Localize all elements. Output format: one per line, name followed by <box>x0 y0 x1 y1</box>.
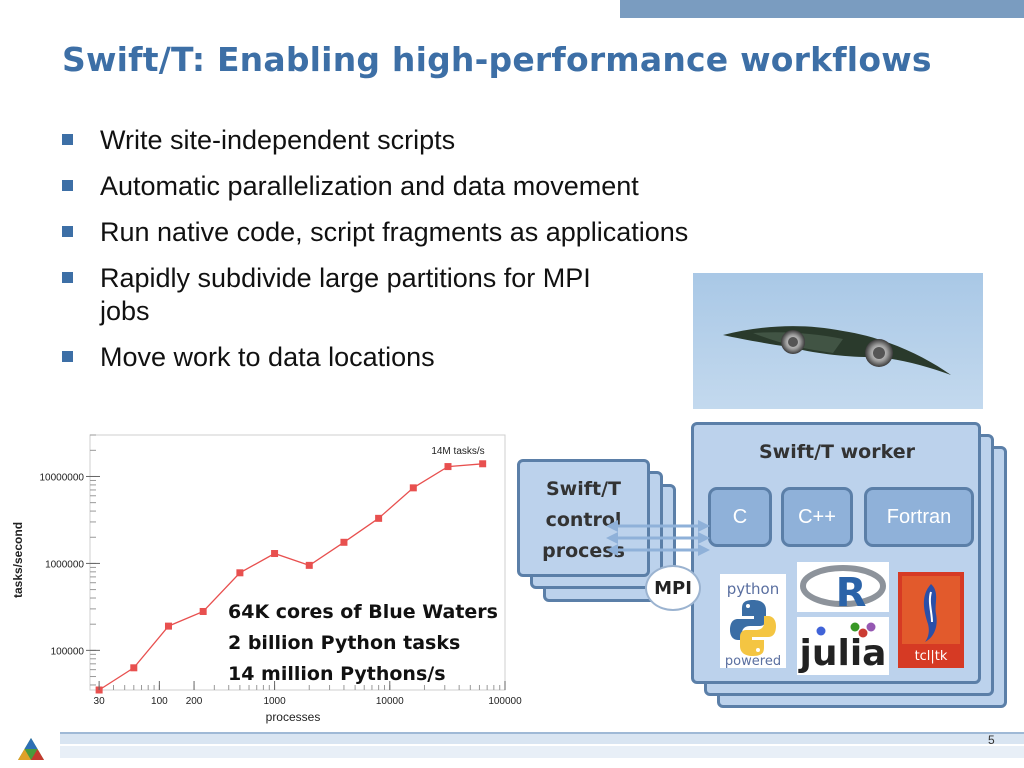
y-tick-label: 100000 <box>51 646 85 657</box>
chart-annotation: 14M tasks/s <box>431 446 484 457</box>
control-process-box <box>517 459 650 577</box>
data-point <box>305 561 313 569</box>
bullet-text: Run native code, script fragments as app… <box>100 217 689 247</box>
bullet-item: Run native code, script fragments as app… <box>62 216 822 249</box>
x-axis-label: processes <box>266 710 321 724</box>
r-logo-text: R <box>836 570 867 616</box>
bullet-item: Rapidly subdivide large partitions for M… <box>62 262 822 328</box>
lang-box-fortran: Fortran <box>864 487 974 547</box>
r-logo-icon: R <box>797 562 889 616</box>
bullet-item: Write site-independent scripts <box>62 124 822 157</box>
y-axis-label: tasks/second <box>11 522 25 598</box>
chart-plot-area <box>89 434 506 691</box>
bullet-square-icon <box>62 134 73 145</box>
top-accent-bar <box>620 0 1024 18</box>
y-tick-label: 10000000 <box>40 472 85 483</box>
control-process-label: Swift/T control process <box>542 478 625 562</box>
chart-gridlines <box>90 434 506 690</box>
data-point <box>164 622 172 630</box>
bullet-list: Write site-independent scripts Automatic… <box>62 124 822 387</box>
swift-bird-image <box>693 273 983 409</box>
data-point <box>130 664 138 672</box>
y-tick-label: 1000000 <box>45 559 84 570</box>
bullet-text: Move work to data locations <box>100 342 435 372</box>
footer-bar-lower <box>60 746 1024 758</box>
data-point <box>199 607 207 615</box>
chart-callout-line: 64K cores of Blue Waters <box>228 601 498 623</box>
x-tick-label: 10000 <box>376 696 404 707</box>
chart-callout: 64K cores of Blue Waters 2 billion Pytho… <box>228 597 498 690</box>
bullet-square-icon <box>62 180 73 191</box>
chart-callout-line: 2 billion Python tasks <box>228 632 461 654</box>
data-point <box>340 538 348 546</box>
scaling-chart: 100000 1000000 10000000 30 100 200 1000 10000 10… <box>0 425 522 730</box>
data-point <box>236 569 244 577</box>
tcl-tk-logo-text: tcl|tk <box>915 649 948 664</box>
lang-box-cpp: C++ <box>781 487 853 547</box>
data-point <box>444 463 452 471</box>
bullet-square-icon <box>62 351 73 362</box>
x-tick-label: 100000 <box>488 696 522 707</box>
bullet-square-icon <box>62 272 73 283</box>
x-tick-label: 30 <box>94 696 106 707</box>
julia-logo-icon: julia <box>797 617 889 675</box>
chart-callout-line: 14 million Pythons/s <box>228 663 446 685</box>
bullet-item: Move work to data locations <box>62 341 822 374</box>
page-number: 5 <box>988 733 995 747</box>
chart-ticks: 100000 1000000 10000000 30 100 200 1000 10000 10… <box>40 472 523 707</box>
tcl-tk-logo-icon: tcl|tk <box>898 572 964 668</box>
bullet-item: Automatic parallelization and data movem… <box>62 170 822 203</box>
bidirectional-arrows-icon <box>606 520 710 556</box>
x-tick-label: 1000 <box>263 696 286 707</box>
julia-logo-text: julia <box>798 633 887 674</box>
python-logo-icon: python powered <box>720 574 786 669</box>
argonne-logo-icon <box>18 738 44 760</box>
worker-label: Swift/T worker <box>759 441 915 463</box>
mpi-label: MPI <box>645 565 701 611</box>
bullet-text: Automatic parallelization and data movem… <box>100 171 639 201</box>
data-point <box>375 514 383 522</box>
bullet-text: Rapidly subdivide large partitions for M… <box>100 263 591 326</box>
bullet-square-icon <box>62 226 73 237</box>
lang-box-c: C <box>708 487 772 547</box>
python-logo-bottom-text: powered <box>725 654 781 669</box>
data-point <box>271 550 279 558</box>
x-tick-label: 100 <box>151 696 168 707</box>
series-line <box>98 463 483 691</box>
footer-bar <box>60 732 1024 744</box>
x-tick-label: 200 <box>186 696 203 707</box>
data-point <box>409 484 417 492</box>
bullet-text: Write site-independent scripts <box>100 125 456 155</box>
slide-title: Swift/T: Enabling high-performance workf… <box>62 40 932 79</box>
data-point <box>479 460 487 468</box>
plot-frame <box>89 434 506 691</box>
python-logo-top-text: python <box>727 580 779 598</box>
